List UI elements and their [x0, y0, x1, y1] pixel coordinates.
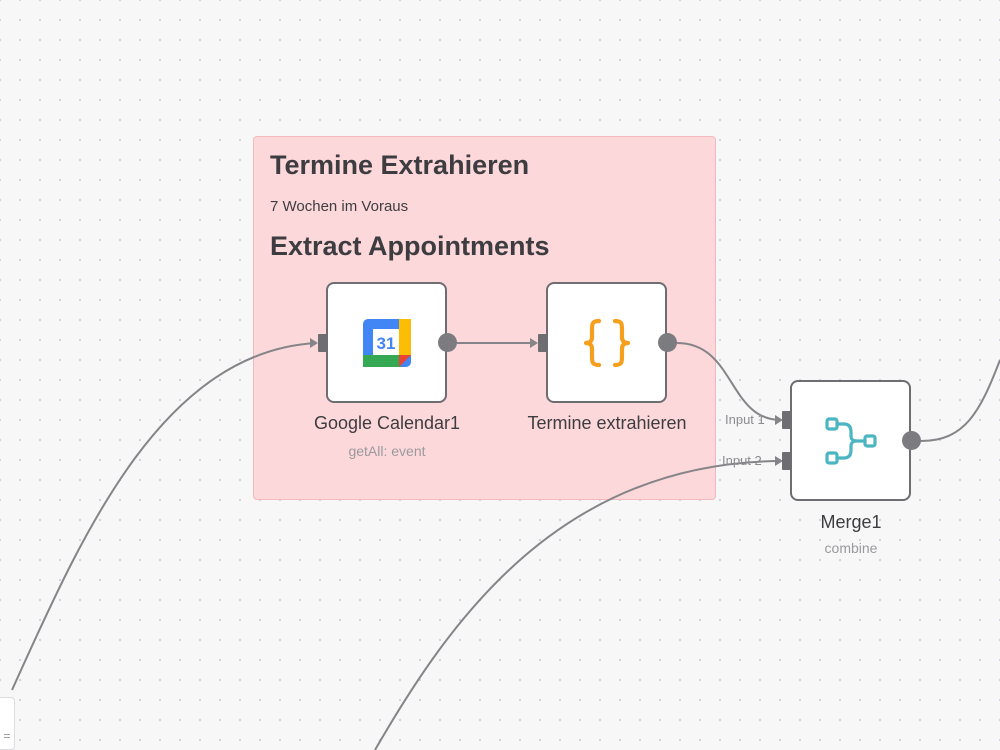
curly-braces-icon — [583, 318, 630, 367]
google-calendar-icon: 31 — [362, 318, 411, 367]
sticky-note-heading: Termine Extrahieren — [270, 150, 530, 180]
connection-to-google-calendar[interactable] — [11, 342, 317, 691]
connection-to-merge-input-2[interactable] — [374, 460, 782, 750]
merge-input-1-label: Input 1 — [725, 412, 765, 427]
google-calendar-output-port[interactable] — [438, 333, 457, 352]
termine-extrahieren-output-port[interactable] — [658, 333, 677, 352]
termine-extrahieren-input-port[interactable] — [538, 334, 547, 352]
google-calendar-subtitle: getAll: event — [348, 443, 426, 459]
svg-text:31: 31 — [376, 334, 395, 353]
google-calendar-input-port[interactable] — [318, 334, 327, 352]
sticky-note-subheading: Extract Appointments — [270, 231, 550, 261]
termine-extrahieren-title: Termine extrahieren — [527, 413, 687, 433]
canvas-edge-handle[interactable] — [0, 697, 15, 750]
node-google-calendar[interactable]: 31 — [326, 282, 447, 403]
merge-subtitle: combine — [824, 540, 878, 556]
merge-output-port[interactable] — [902, 431, 921, 450]
merge-input-2-label: Input 2 — [722, 453, 762, 468]
sticky-note-text: 7 Wochen im Voraus — [270, 198, 409, 215]
node-merge[interactable] — [790, 380, 911, 501]
node-termine-extrahieren[interactable] — [546, 282, 667, 403]
merge-title: Merge1 — [820, 512, 882, 532]
merge-input-port-2[interactable] — [782, 452, 791, 470]
merge-input-port-1[interactable] — [782, 411, 791, 429]
google-calendar-title: Google Calendar1 — [313, 413, 461, 433]
connection-from-merge-output[interactable] — [920, 359, 1000, 442]
connection-termine-to-merge-input-1[interactable] — [676, 342, 782, 421]
merge-icon — [824, 416, 877, 465]
